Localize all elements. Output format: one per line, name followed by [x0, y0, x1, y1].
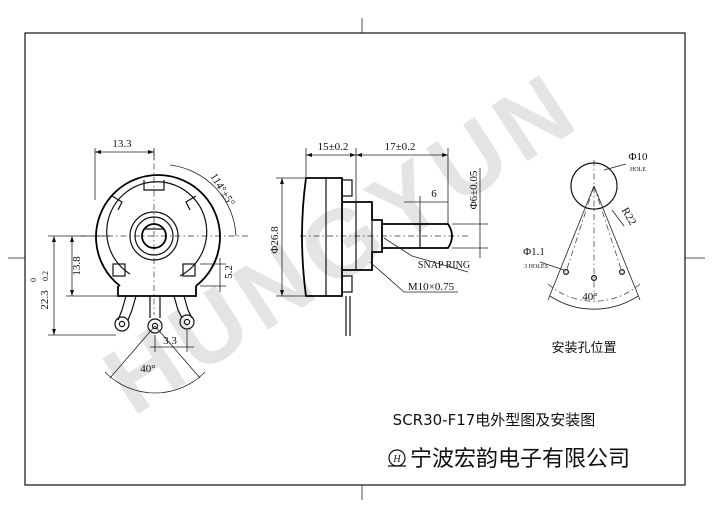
dim-phi6: Φ6±0.05 [468, 170, 480, 209]
drawing-title: SCR30-F17电外型图及安装图 [393, 411, 596, 429]
mount-hole-1 [562, 269, 569, 276]
dim-22-3: 22.3 [39, 290, 51, 310]
shaft-outer-ring [129, 211, 179, 261]
dim-22-3-tol-upper: 0 [29, 278, 38, 282]
side-bushing [342, 201, 383, 271]
dim-5-2: 5.2 [223, 265, 235, 279]
side-housing [301, 177, 343, 297]
side-shaft [382, 223, 453, 249]
dim-r22: R22 [619, 206, 639, 228]
company-logo: H [388, 449, 406, 467]
dim-114-deg: 114°±5° [207, 171, 236, 208]
dim-15: 15±0.2 [318, 141, 349, 153]
mount-hole-2 [590, 275, 597, 282]
dim-phi1-1: Φ1.1 [523, 246, 545, 258]
shaft-hole [141, 223, 167, 249]
dim-phi10: Φ10 [628, 151, 648, 163]
dim-22-3-tol-lower: 0.2 [41, 271, 50, 281]
front-inner-contour [106, 181, 208, 277]
three-holes-label: 3 HOLES [524, 264, 548, 270]
dim-13-3: 13.3 [112, 138, 132, 150]
company-name: 宁波宏韵电子有限公司 [410, 447, 630, 472]
terminal-base [117, 286, 197, 297]
dim-6: 6 [431, 188, 437, 200]
dim-13-8: 13.8 [71, 256, 83, 276]
dim-3-3: 3.3 [163, 335, 177, 347]
terminal-left [114, 316, 130, 332]
front-view: 13.3 114°±5° 13.8 22.3 0 0.2 5.2 3.3 [29, 138, 248, 394]
mounting-hole-layout: 40° Φ10 HOLE R22 Φ1.1 3 HOLES 安装孔位置 [523, 151, 648, 356]
front-body-outline [95, 174, 221, 287]
title-block: SCR30-F17电外型图及安装图 H 宁波宏韵电子有限公司 [388, 411, 630, 472]
terminal-middle [147, 318, 163, 334]
side-view: 15±0.2 17±0.2 6 Φ6±0.05 Φ26.8 SNAP RING … [269, 141, 488, 336]
dim-40-deg-left: 40° [140, 363, 155, 375]
dim-m10: M10×0.75 [408, 281, 455, 293]
dim-phi26-8: Φ26.8 [269, 226, 281, 254]
dim-17: 17±0.2 [385, 141, 416, 153]
dim-40-deg-right: 40° [582, 291, 597, 303]
mount-position-caption: 安装孔位置 [551, 341, 616, 356]
snap-ring-label: SNAP RING [418, 260, 470, 271]
mount-hole-3 [618, 269, 625, 276]
drawing-border [24, 32, 686, 486]
mount-r22-arc [547, 283, 641, 302]
terminal-right [179, 314, 195, 330]
hole-label: HOLE [630, 167, 646, 173]
logo-letter: H [392, 454, 401, 465]
